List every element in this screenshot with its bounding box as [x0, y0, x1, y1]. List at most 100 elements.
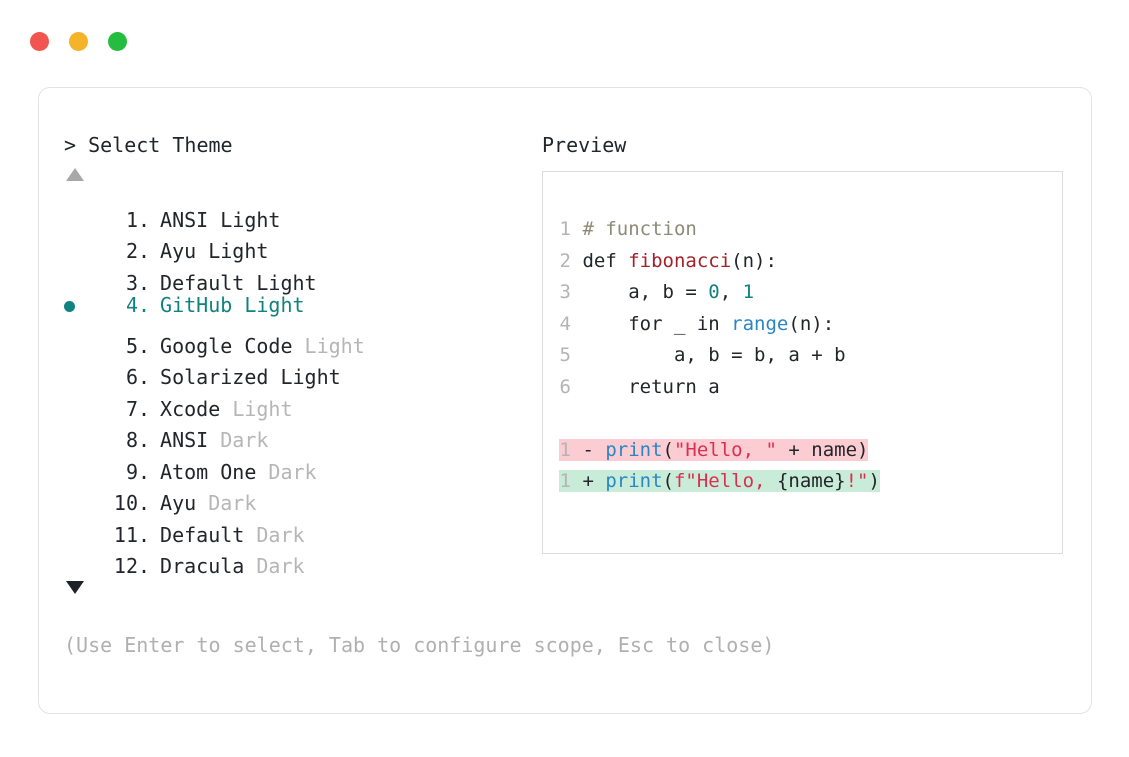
theme-name: Xcode	[160, 396, 221, 421]
theme-variant: Light	[256, 270, 317, 295]
theme-index: 2	[125, 239, 138, 263]
theme-variant: Dark	[220, 428, 269, 452]
theme-index-separator: .	[138, 428, 151, 452]
line-number: 2	[559, 249, 571, 272]
diff-sign: -	[571, 438, 606, 461]
diff-line-add: 1 + print(f"Hello, {name}!")	[559, 466, 1062, 498]
theme-list-item[interactable]: 5.Google Code Light	[64, 321, 534, 358]
selection-indicator-cell	[64, 384, 94, 416]
theme-name-spacer	[220, 394, 232, 426]
selection-indicator-cell	[64, 479, 94, 511]
selection-indicator-cell	[64, 227, 94, 259]
page-title: Select Theme	[88, 133, 233, 157]
theme-index-separator: .	[138, 239, 151, 263]
theme-name-spacer	[244, 520, 256, 552]
theme-index: 9	[125, 459, 138, 484]
theme-index-separator: .	[138, 333, 151, 358]
theme-list-item[interactable]: 1.ANSI Light	[64, 195, 534, 232]
theme-index: 3	[125, 270, 138, 295]
keyboard-hint: (Use Enter to select, Tab to configure s…	[64, 633, 775, 657]
code-token-punct: (	[662, 470, 674, 492]
theme-index: 8	[125, 428, 138, 452]
code-token-plain: + name)	[776, 438, 869, 461]
diff-highlight: 1 + print(f"Hello, {name}!")	[559, 470, 880, 492]
prompt-header: > Select Theme	[64, 133, 534, 157]
theme-index-separator: .	[138, 459, 151, 484]
selection-indicator-cell	[64, 542, 94, 574]
theme-name-spacer	[244, 551, 256, 583]
code-token-num: 1	[742, 281, 755, 303]
theme-index: 1	[125, 207, 138, 232]
line-number-gap	[571, 344, 582, 366]
theme-list-item[interactable]: 10.Ayu Dark	[64, 479, 534, 515]
code-line: 1 # function	[559, 214, 1062, 246]
theme-name: Default	[160, 522, 245, 547]
theme-name-spacer	[196, 488, 208, 520]
theme-name-spacer	[232, 290, 244, 322]
theme-list-item[interactable]: 3.Default Light	[64, 258, 534, 295]
code-token-comment: # function	[582, 218, 697, 240]
code-token-builtin: print	[605, 470, 663, 492]
theme-name: GitHub	[160, 292, 233, 317]
theme-index-separator: .	[138, 491, 151, 515]
theme-index: 10	[113, 491, 138, 515]
scroll-up-icon[interactable]	[66, 168, 84, 181]
theme-name-spacer	[208, 425, 220, 457]
line-number: 1	[559, 218, 571, 240]
minimize-window-button[interactable]	[69, 32, 88, 51]
code-token-punct: (n):	[731, 249, 777, 272]
code-token-punct: (	[662, 438, 674, 461]
code-token-punct: (n):	[788, 312, 835, 335]
window-controls	[30, 32, 127, 51]
theme-name: Atom One	[160, 459, 257, 484]
theme-name-spacer	[196, 236, 208, 268]
line-number: 6	[559, 375, 571, 398]
line-number: 4	[559, 312, 571, 335]
theme-variant: Light	[244, 292, 305, 317]
theme-index: 11	[113, 522, 138, 547]
line-number: 5	[559, 344, 571, 366]
theme-list-item[interactable]: 12.Dracula Dark	[64, 542, 534, 578]
selection-indicator-cell	[64, 447, 94, 479]
theme-list-item[interactable]: 6.Solarized Light	[64, 353, 534, 389]
theme-name-spacer	[268, 362, 280, 394]
theme-index-separator: .	[138, 292, 151, 317]
theme-index: 5	[125, 333, 138, 358]
close-window-button[interactable]	[30, 32, 49, 51]
scroll-down-icon[interactable]	[66, 581, 84, 594]
code-token-str: !"	[845, 470, 869, 492]
theme-list-item[interactable]: 7.Xcode Light	[64, 384, 534, 421]
theme-list-item[interactable]: 11.Default Dark	[64, 510, 534, 547]
theme-index-separator: .	[138, 207, 151, 232]
code-token-str: f"Hello,	[673, 470, 777, 492]
prompt-marker: >	[64, 133, 77, 157]
theme-variant: Dark	[268, 459, 317, 484]
theme-name-spacer	[208, 205, 220, 237]
code-token-builtin: print	[605, 438, 663, 461]
preview-title: Preview	[542, 133, 627, 157]
code-token-num: 0	[708, 281, 720, 303]
theme-name-spacer	[293, 331, 305, 363]
code-token-punct: )	[868, 470, 880, 492]
theme-name: Google Code	[160, 333, 293, 358]
theme-list-item[interactable]: 8.ANSI Dark	[64, 416, 534, 452]
line-number: 3	[559, 281, 571, 303]
line-number-gap	[571, 250, 582, 272]
code-line: 2 def fibonacci(n):	[559, 246, 1062, 278]
code-token-builtin: range	[731, 312, 789, 335]
theme-variant: Light	[220, 207, 281, 232]
theme-list-item[interactable]: 2.Ayu Light	[64, 227, 534, 263]
theme-index-separator: .	[138, 365, 151, 389]
theme-list-item[interactable]: 9. Atom One Dark	[64, 447, 534, 484]
code-blank-line	[559, 403, 1062, 435]
code-token-plain: a, b =	[582, 281, 709, 303]
theme-list-item[interactable]: 4.GitHub Light	[64, 290, 534, 322]
theme-variant: Dark	[256, 522, 305, 547]
code-line: 3 a, b = 0, 1	[559, 277, 1062, 309]
maximize-window-button[interactable]	[108, 32, 127, 51]
code-line: 5 a, b = b, a + b	[559, 340, 1062, 372]
selection-indicator-cell	[64, 321, 94, 353]
